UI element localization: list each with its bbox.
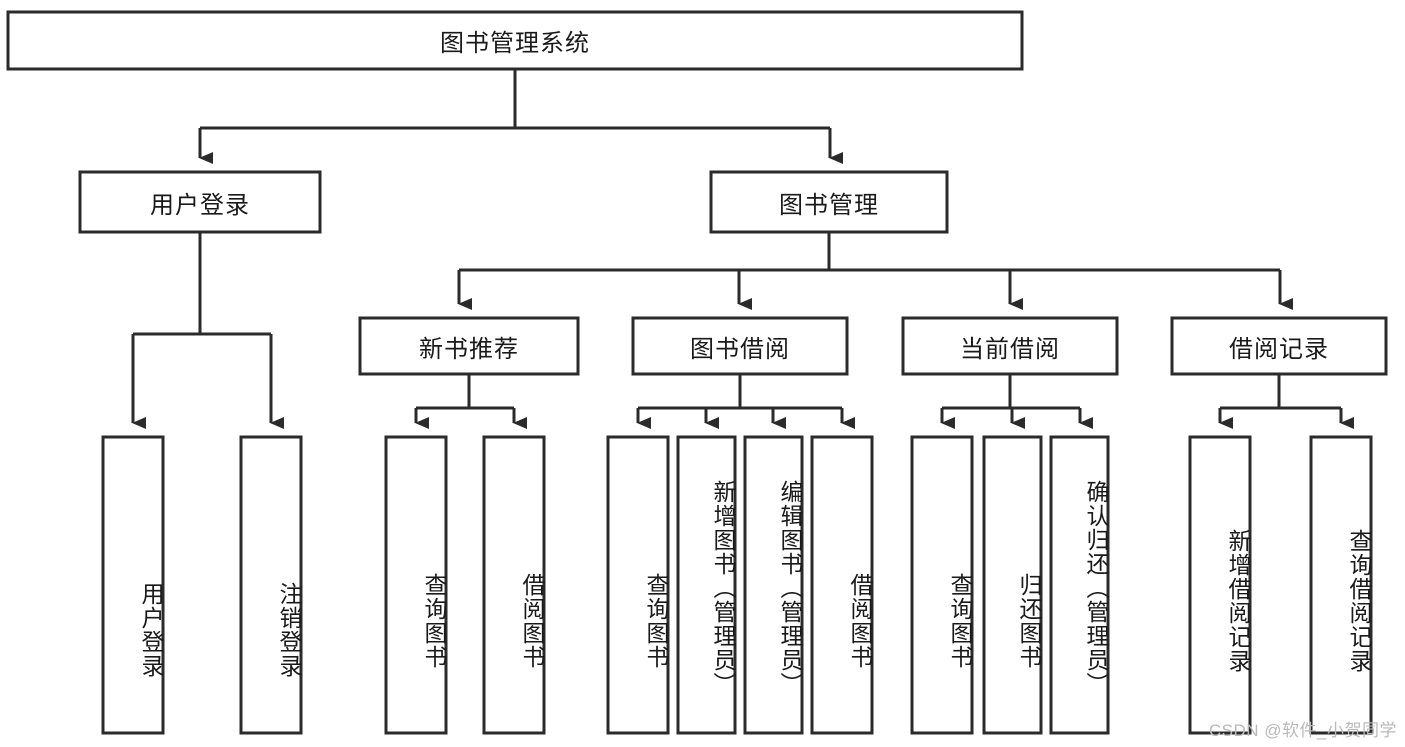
node-leaf-borrow-book-1[interactable] — [482, 435, 546, 735]
node-leaf-query-book-1[interactable] — [384, 435, 448, 735]
node-leaf-add-record[interactable] — [1188, 435, 1252, 735]
node-user-login[interactable] — [78, 170, 322, 234]
node-new-book-recommend[interactable] — [358, 316, 580, 376]
node-leaf-add-book[interactable] — [676, 435, 737, 735]
connector-booklmanage-to-level3 — [457, 232, 1293, 310]
node-leaf-query-book-3[interactable] — [910, 435, 974, 735]
node-book-manage[interactable] — [709, 170, 949, 234]
node-leaf-return-book[interactable] — [982, 435, 1043, 735]
connector-borrowrecord-to-leaves — [1218, 374, 1354, 429]
connector-userlogin-to-leaves — [131, 232, 284, 429]
connector-bookborrow-to-leaves — [636, 374, 855, 429]
node-leaf-query-record[interactable] — [1309, 435, 1373, 735]
node-root[interactable] — [6, 10, 1024, 71]
node-leaf-confirm-return[interactable] — [1049, 435, 1110, 735]
node-current-borrow[interactable] — [901, 316, 1119, 376]
node-book-borrow[interactable] — [631, 316, 849, 376]
node-leaf-user-logout[interactable] — [239, 435, 303, 735]
connector-currentborrow-to-leaves — [940, 374, 1093, 429]
node-leaf-edit-book[interactable] — [743, 435, 804, 735]
node-borrow-record[interactable] — [1170, 316, 1388, 376]
node-leaf-borrow-book-2[interactable] — [810, 435, 874, 735]
connector-newbook-to-leaves — [414, 374, 527, 429]
node-leaf-query-book-2[interactable] — [606, 435, 670, 735]
node-leaf-user-login[interactable] — [101, 435, 165, 735]
connector-root-to-level2 — [198, 69, 843, 164]
watermark-text: CSDN @软件_小贺同学 — [1208, 721, 1397, 740]
